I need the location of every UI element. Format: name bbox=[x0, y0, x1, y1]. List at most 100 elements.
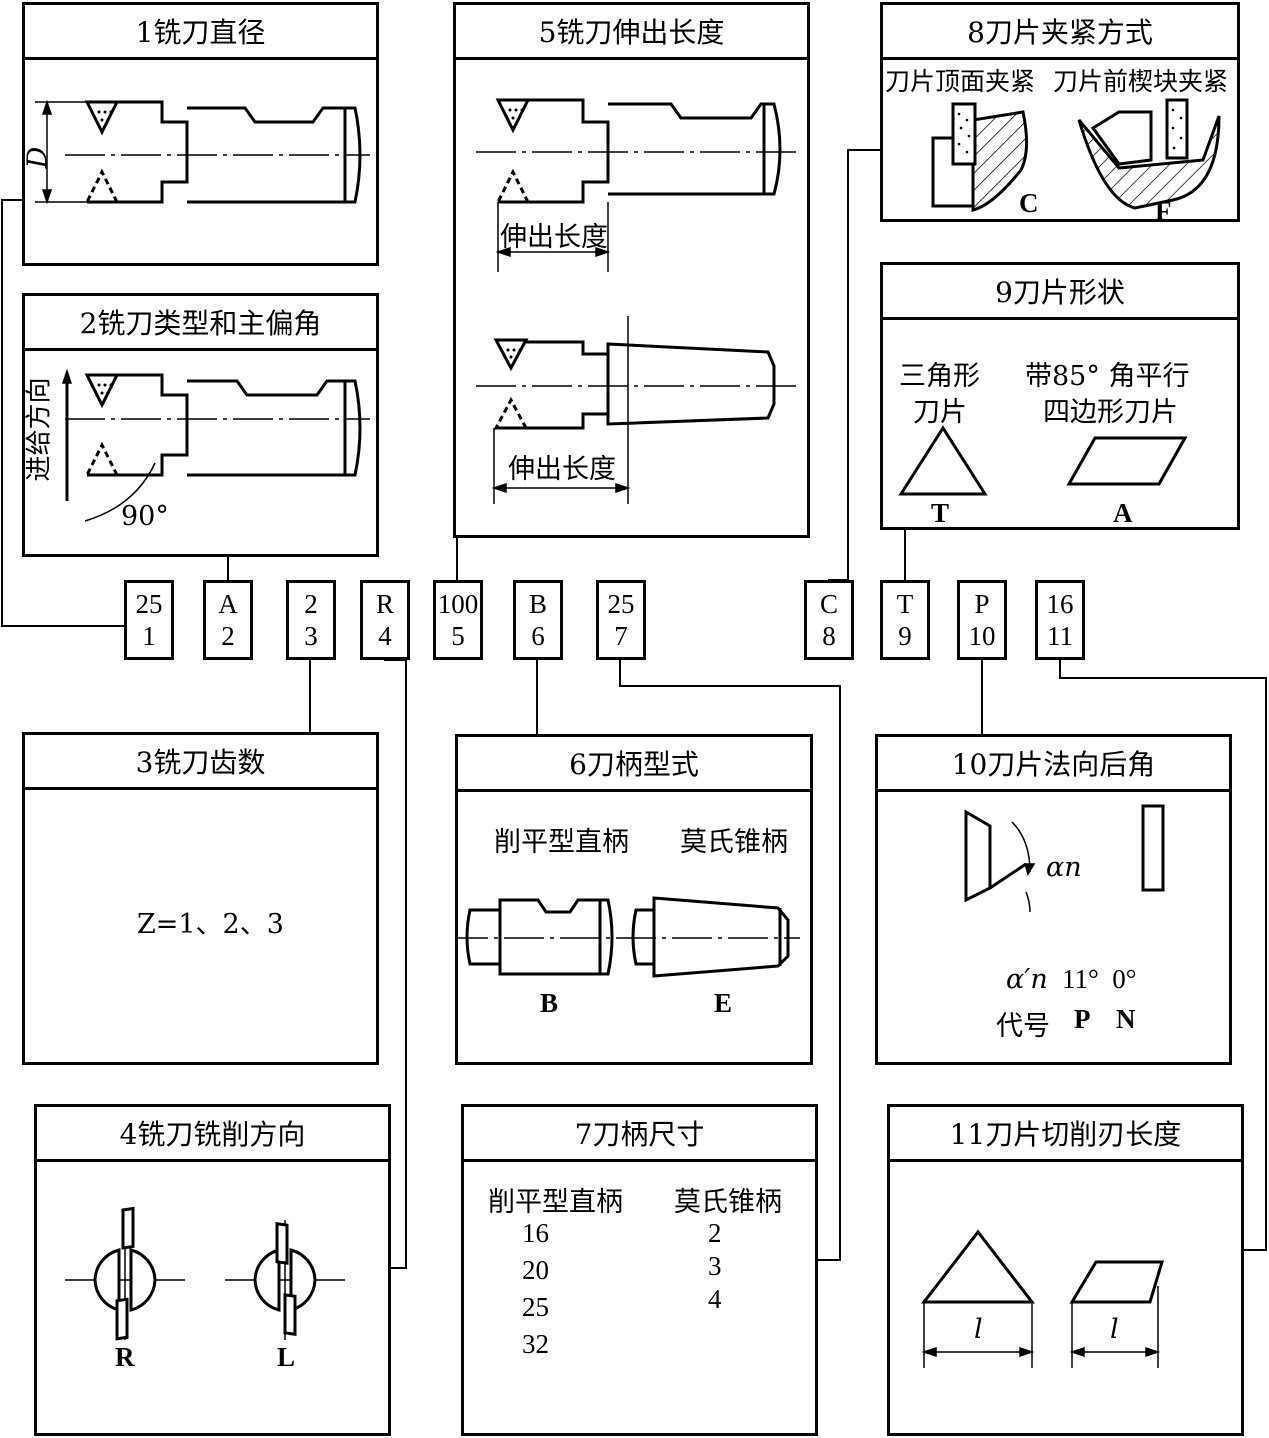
code-position: 5 bbox=[451, 621, 465, 651]
code-value: C bbox=[819, 589, 838, 619]
code-box-4: R 4 bbox=[360, 580, 410, 660]
panel-shank-type: 6刀柄型式 削平型直柄 莫氏锥柄 B E bbox=[455, 734, 813, 1065]
panel-title: 6刀柄型式 bbox=[458, 737, 810, 792]
code-value: T bbox=[896, 589, 914, 619]
panel-mill-diameter: 1铣刀直径 D bbox=[22, 2, 379, 266]
code-value: A bbox=[218, 589, 238, 619]
code-box-6: B 6 bbox=[513, 580, 563, 660]
panel-title: 1铣刀直径 bbox=[25, 5, 376, 60]
table-cell: 4 bbox=[708, 1284, 722, 1314]
table-cell: 25 bbox=[522, 1292, 549, 1322]
column-header-morse-taper: 莫氏锥柄 bbox=[674, 1187, 782, 1218]
panel-title: 3铣刀齿数 bbox=[25, 735, 376, 790]
clamping-drawings: 刀片顶面夹紧 刀片前楔块夹紧 C bbox=[883, 60, 1237, 226]
table-cell: 2 bbox=[708, 1218, 722, 1248]
feed-direction-label: 进给方向 bbox=[24, 377, 55, 482]
table-cell: 16 bbox=[522, 1218, 549, 1248]
shape-2-label-line2: 四边形刀片 bbox=[1043, 397, 1178, 428]
shape-1-label-line2: 刀片 bbox=[913, 397, 967, 428]
left-hand-cutter bbox=[253, 1248, 281, 1312]
shank-type-drawings: 削平型直柄 莫氏锥柄 B E bbox=[458, 792, 810, 1062]
edge-length-label-2: l bbox=[1110, 1314, 1119, 1345]
panel-title: 7刀柄尺寸 bbox=[464, 1107, 815, 1162]
code-box-5: 100 5 bbox=[433, 580, 483, 660]
panel-clearance-angle: 10刀片法向后角 αn α′n 11° 0° 代号 P N bbox=[875, 734, 1232, 1065]
code-value: 2 bbox=[304, 589, 318, 619]
code-position: 11 bbox=[1047, 621, 1073, 651]
clamp-code-c: C bbox=[1019, 188, 1039, 218]
cutting-direction-drawings: R L bbox=[37, 1162, 388, 1433]
code-position: 1 bbox=[142, 621, 156, 651]
right-hand-cutter bbox=[93, 1248, 121, 1312]
code-position: 6 bbox=[531, 621, 545, 651]
panel-extension-length: 5铣刀伸出长度 bbox=[453, 2, 810, 538]
panel-title: 11刀片切削刃长度 bbox=[890, 1107, 1241, 1162]
diameter-label: D bbox=[22, 146, 54, 169]
shape-2-label-line1: 带85° 角平行 bbox=[1025, 361, 1190, 392]
code-value: 100 bbox=[437, 589, 479, 619]
shank-code-e: E bbox=[714, 988, 733, 1018]
code-box-7: 25 7 bbox=[596, 580, 646, 660]
direction-label-l: L bbox=[277, 1342, 296, 1372]
code-box-11: 16 11 bbox=[1035, 580, 1085, 660]
insert-edge-view bbox=[1141, 804, 1165, 892]
panel-tooth-count: 3铣刀齿数 Z=1、2、3 bbox=[22, 732, 379, 1065]
code-position: 3 bbox=[304, 621, 318, 651]
code-value: B bbox=[528, 589, 547, 619]
code-box-10: P 10 bbox=[957, 580, 1007, 660]
shank-type-2-label: 莫氏锥柄 bbox=[680, 827, 788, 858]
edge-length-drawings: l l bbox=[890, 1162, 1241, 1433]
code-box-2: A 2 bbox=[203, 580, 253, 660]
code-box-9: T 9 bbox=[880, 580, 930, 660]
edge-length-label-1: l bbox=[974, 1314, 983, 1345]
code-position: 2 bbox=[221, 621, 235, 651]
angle-values: 11° 0° bbox=[1062, 964, 1137, 994]
code-box-3: 2 3 bbox=[286, 580, 336, 660]
table-cell: 3 bbox=[708, 1251, 722, 1281]
shape-1-label-line1: 三角形 bbox=[899, 361, 980, 392]
panel-title: 8刀片夹紧方式 bbox=[883, 5, 1237, 60]
extension-label-2: 伸出长度 bbox=[508, 454, 616, 485]
panel-title: 10刀片法向后角 bbox=[878, 737, 1229, 792]
parallelogram-insert-shape bbox=[1066, 436, 1188, 486]
shank-size-table: 削平型直柄 莫氏锥柄 16 20 25 32 2 3 4 bbox=[464, 1162, 815, 1433]
panel-mill-type: 2铣刀类型和主偏角 进给方向 90° bbox=[22, 293, 379, 557]
code-value: 25 bbox=[135, 589, 163, 619]
code-position: 9 bbox=[898, 621, 912, 651]
clamp-code-f: F bbox=[1155, 196, 1172, 226]
clearance-angle-drawing: αn α′n 11° 0° 代号 P N bbox=[878, 792, 1229, 1062]
clamp-type-2-label: 刀片前楔块夹紧 bbox=[1053, 67, 1229, 96]
panel-cutting-direction: 4铣刀铣削方向 R L bbox=[34, 1104, 391, 1436]
table-cell: 20 bbox=[522, 1255, 549, 1285]
panel-insert-shape: 9刀片形状 三角形 刀片 带85° 角平行 四边形刀片 T A bbox=[880, 262, 1240, 530]
angle-label: 90° bbox=[121, 501, 169, 532]
panel-title: 2铣刀类型和主偏角 bbox=[25, 296, 376, 351]
cutter-type-drawing: 进给方向 90° bbox=[25, 351, 376, 554]
alpha-prime-label: α′n bbox=[1006, 964, 1048, 995]
code-position: 10 bbox=[968, 621, 996, 651]
code-value: 25 bbox=[607, 589, 635, 619]
cutter-diameter-drawing: D bbox=[22, 60, 376, 263]
shape-code-a: A bbox=[1113, 498, 1133, 528]
panel-title: 9刀片形状 bbox=[883, 265, 1237, 320]
alpha-n-label: αn bbox=[1046, 852, 1082, 883]
panel-clamping-method: 8刀片夹紧方式 刀片顶面夹紧 刀片前楔块夹紧 bbox=[880, 2, 1240, 226]
insert-shape-drawings: 三角形 刀片 带85° 角平行 四边形刀片 T A bbox=[883, 320, 1237, 528]
panel-title: 5铣刀伸出长度 bbox=[456, 5, 807, 60]
code-box-8: C 8 bbox=[804, 580, 854, 660]
extension-drawings: 伸出长度 伸出长度 bbox=[456, 60, 807, 535]
code-row-label: 代号 bbox=[996, 1011, 1050, 1042]
code-position: 4 bbox=[378, 621, 392, 651]
table-cell: 32 bbox=[522, 1329, 549, 1359]
code-position: 7 bbox=[614, 621, 628, 651]
code-value: 16 bbox=[1046, 589, 1074, 619]
tooth-count-formula: Z=1、2、3 bbox=[137, 909, 284, 940]
shank-code-b: B bbox=[540, 988, 559, 1018]
column-header-straight-shank: 削平型直柄 bbox=[488, 1187, 623, 1218]
clamp-type-1-label: 刀片顶面夹紧 bbox=[885, 67, 1036, 96]
triangle-insert-shape bbox=[898, 425, 988, 496]
panel-title: 4铣刀铣削方向 bbox=[37, 1107, 388, 1162]
extension-label-1: 伸出长度 bbox=[500, 222, 608, 253]
shape-code-t: T bbox=[931, 498, 950, 528]
